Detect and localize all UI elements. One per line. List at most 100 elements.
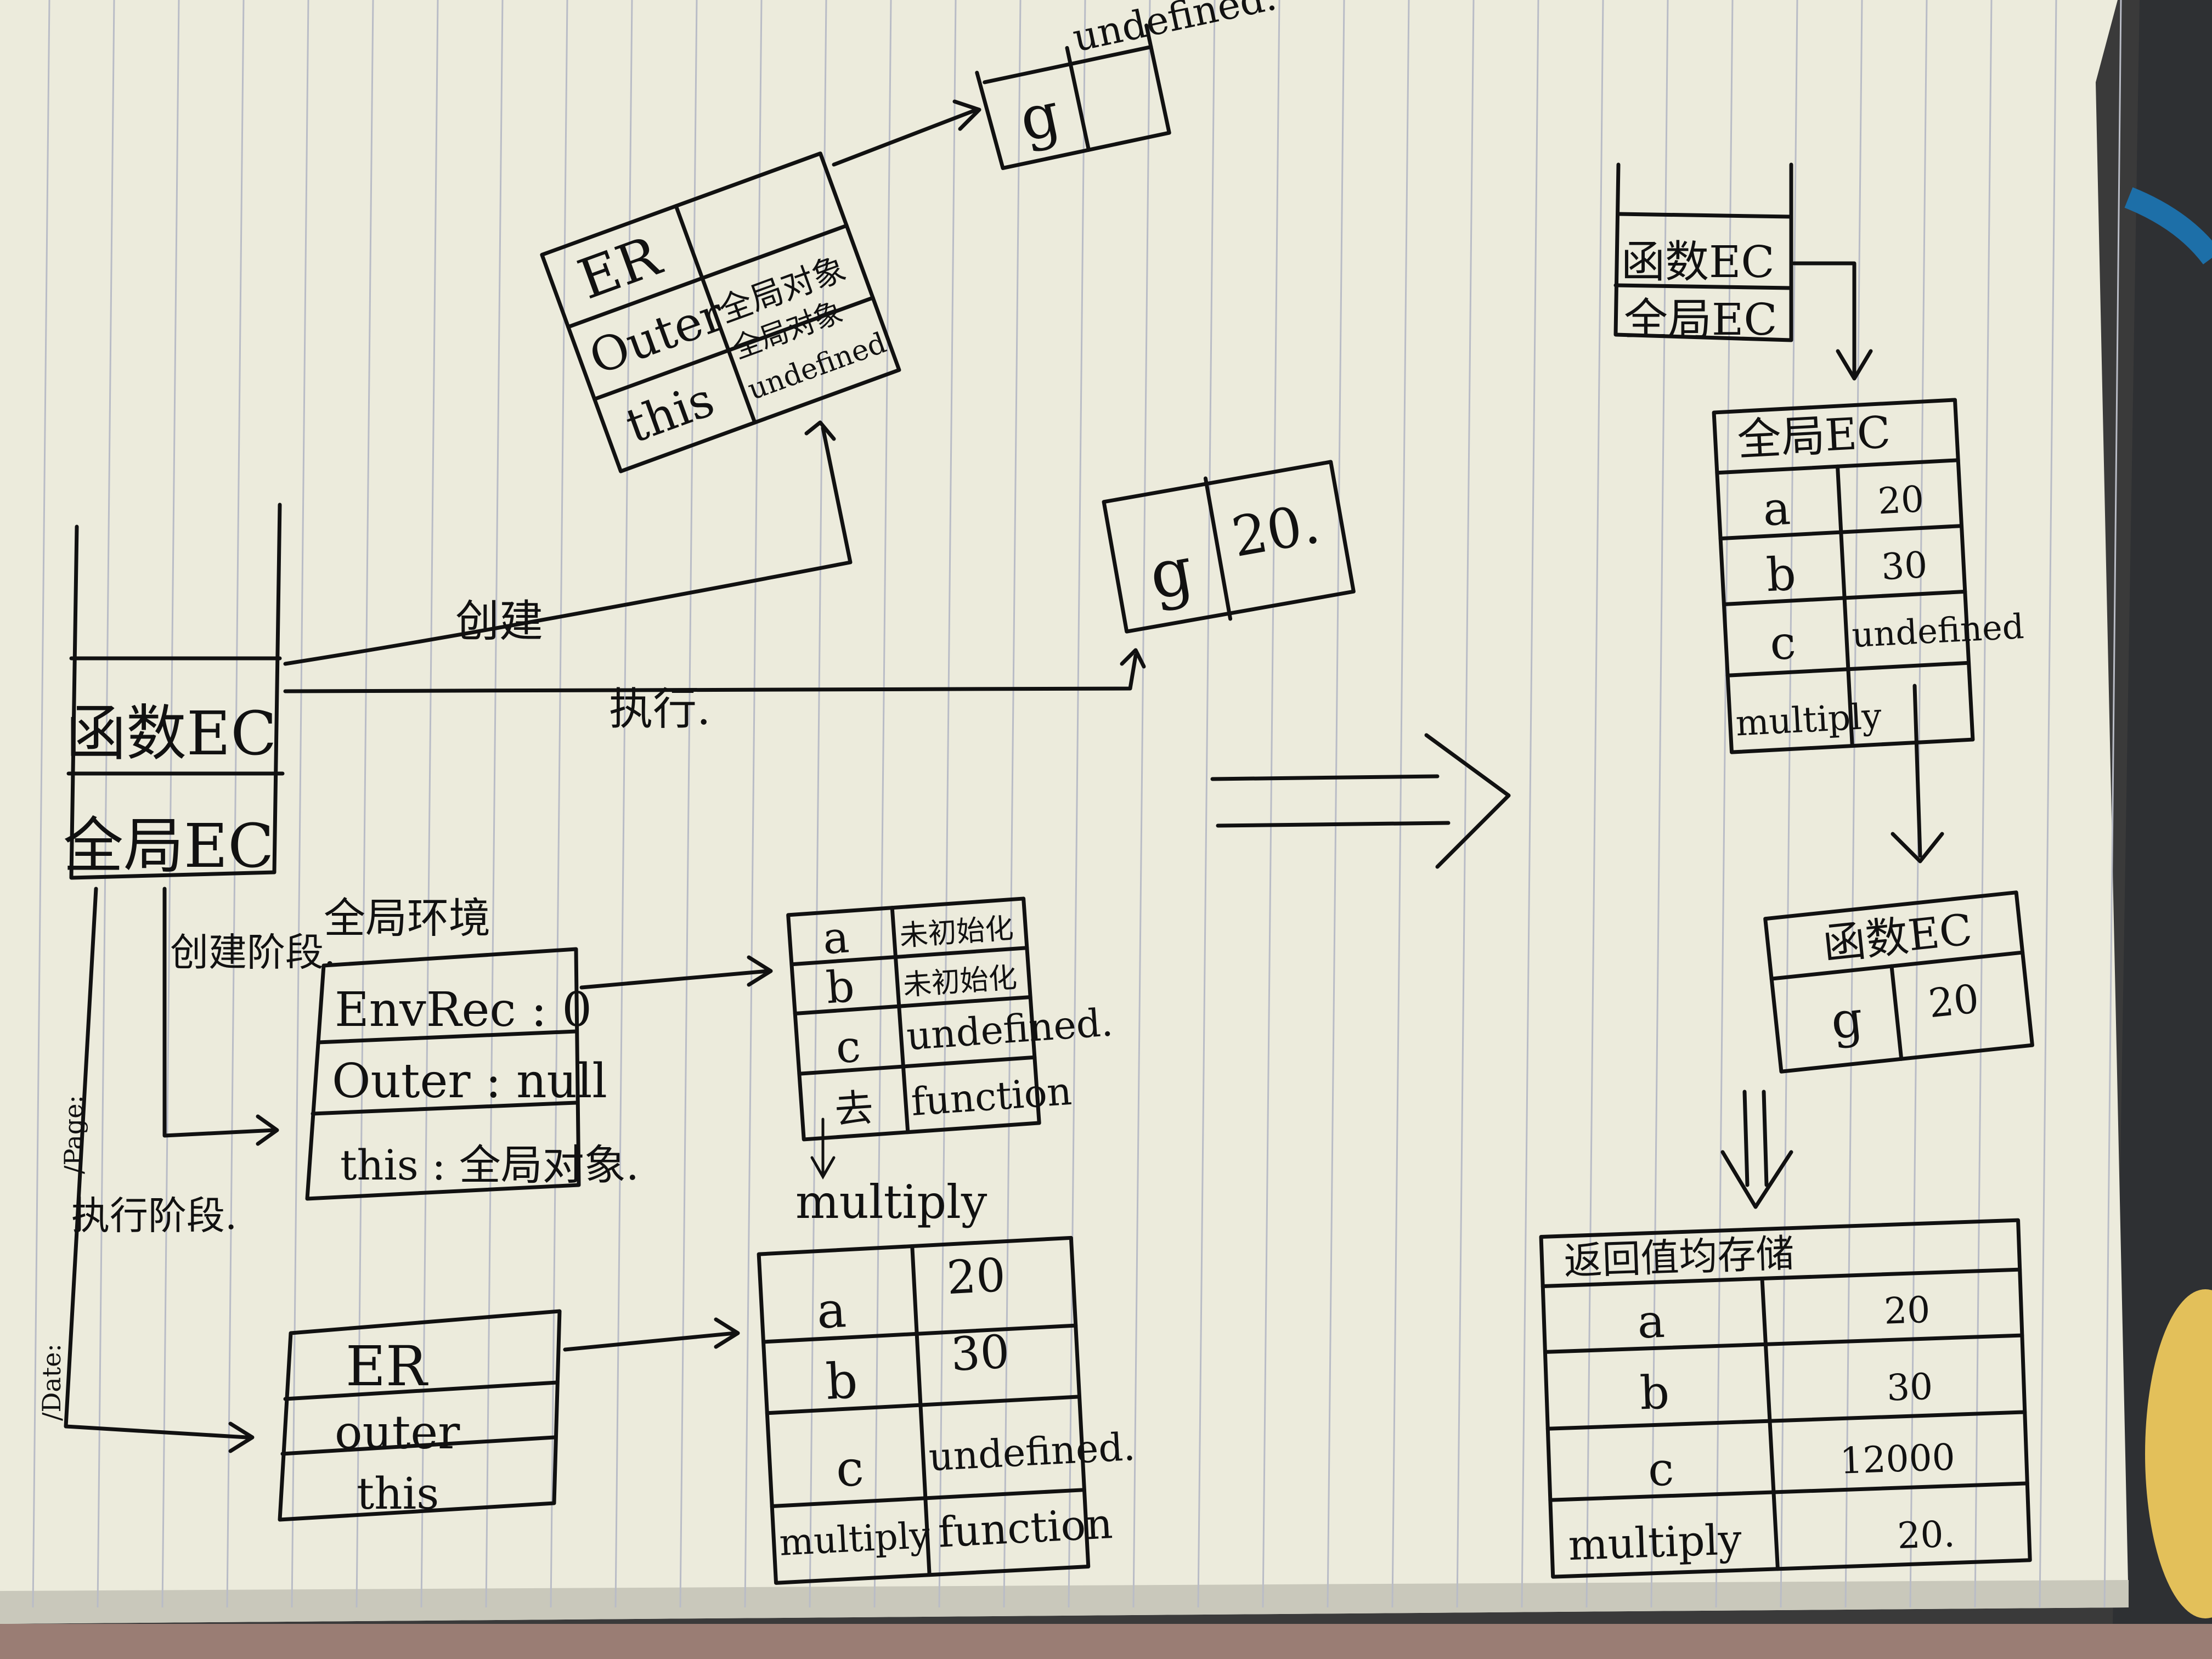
global-ec-value-0: 20 bbox=[1877, 478, 1925, 522]
ruled-line bbox=[97, 0, 115, 1608]
ruled-line bbox=[161, 0, 180, 1608]
ruled-line bbox=[550, 0, 568, 1608]
dark-object bbox=[2112, 0, 2212, 1659]
return-value-0: 20 bbox=[1883, 1289, 1931, 1333]
arrow-global-to-func bbox=[1912, 684, 1922, 858]
ruled-line bbox=[873, 0, 892, 1608]
global-ec-key-2: c bbox=[1769, 616, 1797, 670]
global-env-row-2: this : 全局对象. bbox=[340, 1141, 639, 1189]
er-bottom-box: ER outer this bbox=[278, 1309, 562, 1522]
creation-key-1: b bbox=[825, 961, 856, 1013]
arrow-head-global-to-func bbox=[1891, 832, 1944, 864]
global-env-title: 全局环境 bbox=[324, 894, 490, 943]
ruled-line bbox=[356, 0, 374, 1608]
ruled-line bbox=[1197, 0, 1216, 1608]
creation-key-0: a bbox=[821, 911, 851, 964]
return-key-3: multiply bbox=[1567, 1515, 1742, 1570]
return-table: 返回值均存储 a b c multiply 20 30 12000 20. bbox=[1539, 1218, 2032, 1579]
return-title: 返回值均存储 bbox=[1563, 1231, 1795, 1284]
global-ec-value-1: 30 bbox=[1880, 544, 1928, 588]
creation-key-3: 去 bbox=[833, 1085, 875, 1133]
ruled-line bbox=[1650, 0, 1669, 1608]
ruled-line bbox=[485, 0, 504, 1608]
func-ec-key: g bbox=[1828, 990, 1865, 1050]
arrow-env-to-table bbox=[579, 969, 770, 990]
execution-key-2: c bbox=[834, 1440, 865, 1498]
er-bottom-row-0: ER bbox=[346, 1334, 428, 1398]
call-stack-left: 函数EC 全局EC bbox=[63, 503, 285, 881]
margin-date-label: /Date: bbox=[37, 1344, 66, 1421]
global-env-box: 全局环境 EnvRec : 0 Outer : null this : 全局对象… bbox=[305, 894, 639, 1201]
return-value-2: 12000 bbox=[1839, 1436, 1956, 1482]
create-arrow-label: 创建 bbox=[455, 596, 543, 647]
stack-arrows: 创建 执行. 创建阶段. 执行阶段. bbox=[64, 420, 1146, 1453]
ruled-line bbox=[1132, 0, 1151, 1608]
ruled-line bbox=[1521, 0, 1539, 1608]
arrow-head-to-multiply-note bbox=[810, 1156, 836, 1180]
arrow-head-er-to-g bbox=[952, 99, 981, 131]
create-phase-label: 创建阶段. bbox=[170, 930, 336, 975]
global-ec-key-1: b bbox=[1765, 547, 1797, 602]
global-ec-value-2: undefined bbox=[1851, 606, 2025, 655]
func-ec-table: 函数EC g 20 bbox=[1763, 890, 2034, 1074]
return-value-1: 30 bbox=[1886, 1365, 1934, 1409]
ruled-line bbox=[1003, 0, 1022, 1608]
yellow-object bbox=[2145, 1289, 2212, 1618]
execution-key-1: b bbox=[825, 1352, 859, 1411]
global-ec-key-0: a bbox=[1762, 481, 1792, 536]
call-stack-right-function-ec: 函数EC bbox=[1621, 236, 1775, 287]
ruled-line bbox=[2039, 0, 2057, 1608]
global-env-row-1: Outer : null bbox=[332, 1054, 607, 1109]
ruled-line bbox=[291, 0, 309, 1608]
ruled-line bbox=[32, 0, 50, 1608]
ruled-line bbox=[1715, 0, 1734, 1608]
global-env-row-0: EnvRec : 0 bbox=[335, 983, 592, 1037]
execute-phase-label: 执行阶段. bbox=[71, 1193, 237, 1238]
ruled-line bbox=[1068, 0, 1086, 1608]
notebook-page bbox=[0, 0, 2129, 1624]
return-key-2: c bbox=[1647, 1442, 1674, 1497]
double-arrow bbox=[1210, 733, 1511, 869]
er-bottom-row-1: outer bbox=[335, 1406, 460, 1459]
ruled-lines bbox=[32, 0, 2122, 1608]
return-value-3: 20. bbox=[1897, 1513, 1956, 1558]
global-ec-title: 全局EC bbox=[1736, 407, 1892, 466]
call-stack-left-global-ec: 全局EC bbox=[63, 811, 274, 881]
ruled-line bbox=[1780, 0, 1798, 1608]
double-down-arrow bbox=[1720, 1090, 1793, 1209]
ruled-line bbox=[1456, 0, 1475, 1608]
arrow-head-env-to-table bbox=[747, 955, 773, 987]
ruled-line bbox=[744, 0, 763, 1608]
call-stack-right: 函数EC 全局EC bbox=[1613, 162, 1873, 381]
global-ec-key-3: multiply bbox=[1735, 696, 1883, 744]
ruled-line bbox=[938, 0, 957, 1608]
call-stack-left-function-ec: 函数EC bbox=[66, 698, 276, 769]
arrow-er-to-g-undefined bbox=[832, 108, 979, 167]
blue-bookmark-ribbon bbox=[2124, 187, 2212, 265]
execute-arrow-label: 执行. bbox=[609, 684, 710, 735]
execution-value-1: 30 bbox=[950, 1325, 1011, 1381]
hand-edge bbox=[0, 1624, 2212, 1659]
g-20-value: 20. bbox=[1227, 491, 1324, 569]
ruled-line bbox=[226, 0, 245, 1608]
ruled-line bbox=[1585, 0, 1604, 1608]
ruled-line bbox=[614, 0, 633, 1608]
creation-value-1: 未初始化 bbox=[902, 961, 1018, 1002]
ruled-line bbox=[2103, 0, 2122, 1608]
ruled-line bbox=[1262, 0, 1280, 1608]
execution-value-3: function bbox=[937, 1499, 1114, 1557]
execution-value-2: undefined. bbox=[928, 1424, 1136, 1480]
global-ec-table: 全局EC a b c multiply 20 30 undefined bbox=[1712, 398, 2025, 754]
creation-value-3: function bbox=[910, 1069, 1073, 1125]
ruled-line bbox=[1391, 0, 1410, 1608]
ruled-line bbox=[420, 0, 439, 1608]
multiply-note: multiply bbox=[795, 1175, 988, 1229]
return-key-1: b bbox=[1639, 1365, 1670, 1420]
execution-key-0: a bbox=[815, 1281, 848, 1340]
creation-value-0: 未初始化 bbox=[899, 912, 1015, 952]
env-table-execution: a b c multiply 20 30 undefined. function bbox=[757, 1235, 1136, 1585]
func-ec-value: 20 bbox=[1926, 975, 1981, 1026]
arrow-head-er-to-exec bbox=[714, 1317, 740, 1349]
return-key-0: a bbox=[1637, 1294, 1666, 1349]
execution-key-3: multiply bbox=[778, 1514, 932, 1564]
